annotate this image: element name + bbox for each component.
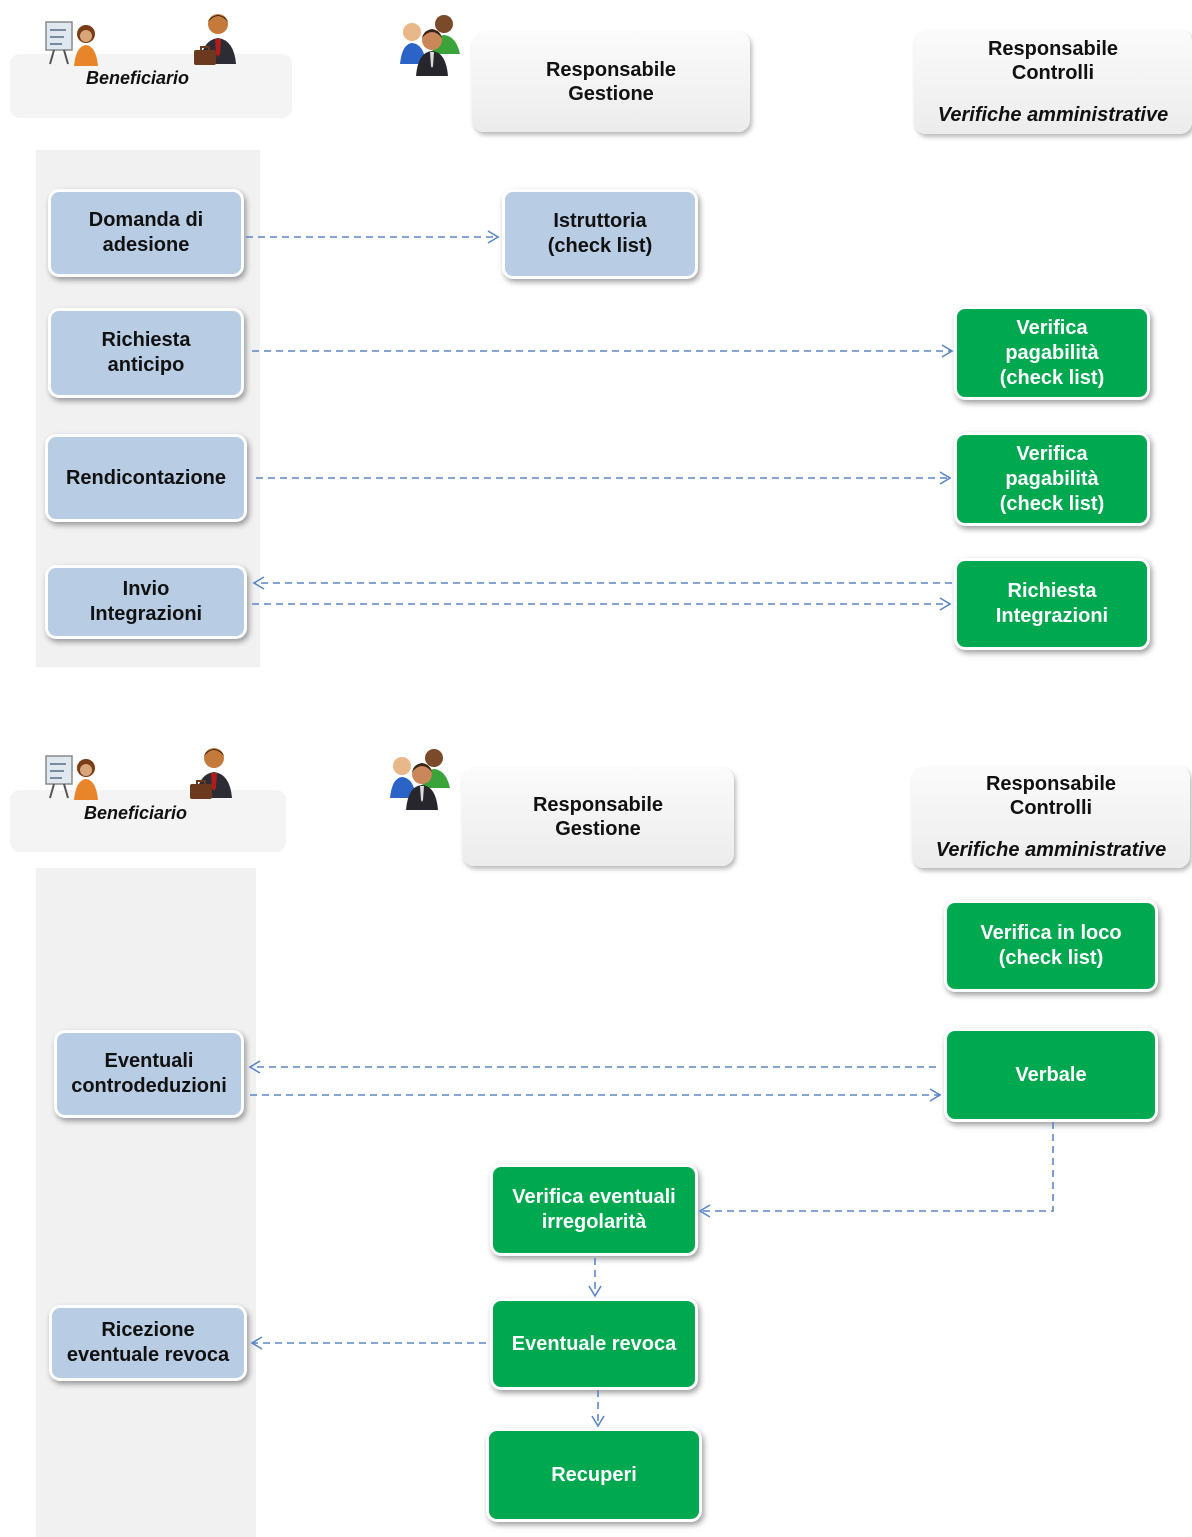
verifiche-amministrative-label: Verifiche amministrative — [935, 839, 1167, 861]
responsabile-gestione-header: Responsabile Gestione — [462, 768, 734, 866]
connector-verbale-irregolarita — [700, 1122, 1054, 1212]
beneficiario-header — [10, 54, 292, 118]
people-group-icon — [400, 15, 460, 76]
businessman-briefcase-icon — [190, 748, 232, 799]
arrowhead — [939, 597, 952, 611]
presenter-woman-icon — [45, 21, 98, 66]
rendicontazione-node: Rendicontazione — [45, 434, 247, 522]
eventuale-revoca-node: Eventuale revoca — [490, 1298, 698, 1390]
arrowhead — [929, 1088, 942, 1102]
arrowhead — [487, 230, 500, 244]
people-group-icon — [390, 749, 450, 810]
presenter-woman-icon — [45, 755, 98, 800]
arrowhead — [941, 344, 954, 358]
responsabile-controlli-header: Responsabile Controlli Verifiche amminis… — [912, 766, 1190, 868]
arrowhead — [591, 1415, 605, 1428]
arrowhead — [698, 1204, 711, 1218]
beneficiario-lane — [36, 868, 256, 1537]
responsabile-gestione-header: Responsabile Gestione — [472, 32, 750, 132]
arrowhead — [939, 471, 952, 485]
arrowhead — [250, 1336, 263, 1350]
verifiche-amministrative-label: Verifiche amministrative — [937, 104, 1169, 126]
verbale-node: Verbale — [944, 1028, 1158, 1122]
arrowhead — [248, 1060, 261, 1074]
istruttoria-node: Istruttoria(check list) — [502, 189, 698, 279]
beneficiario-header — [10, 790, 286, 852]
beneficiario-label: Beneficiario — [86, 68, 190, 88]
verifica-in-loco-node: Verifica in loco(check list) — [944, 900, 1158, 992]
arrowhead — [252, 576, 265, 590]
recuperi-node: Recuperi — [486, 1428, 702, 1522]
businessman-briefcase-icon — [194, 14, 236, 65]
responsabile-controlli-header: Responsabile Controlli Verifiche amminis… — [914, 30, 1192, 134]
beneficiario-label: Beneficiario — [84, 803, 188, 823]
arrowhead — [588, 1285, 602, 1298]
